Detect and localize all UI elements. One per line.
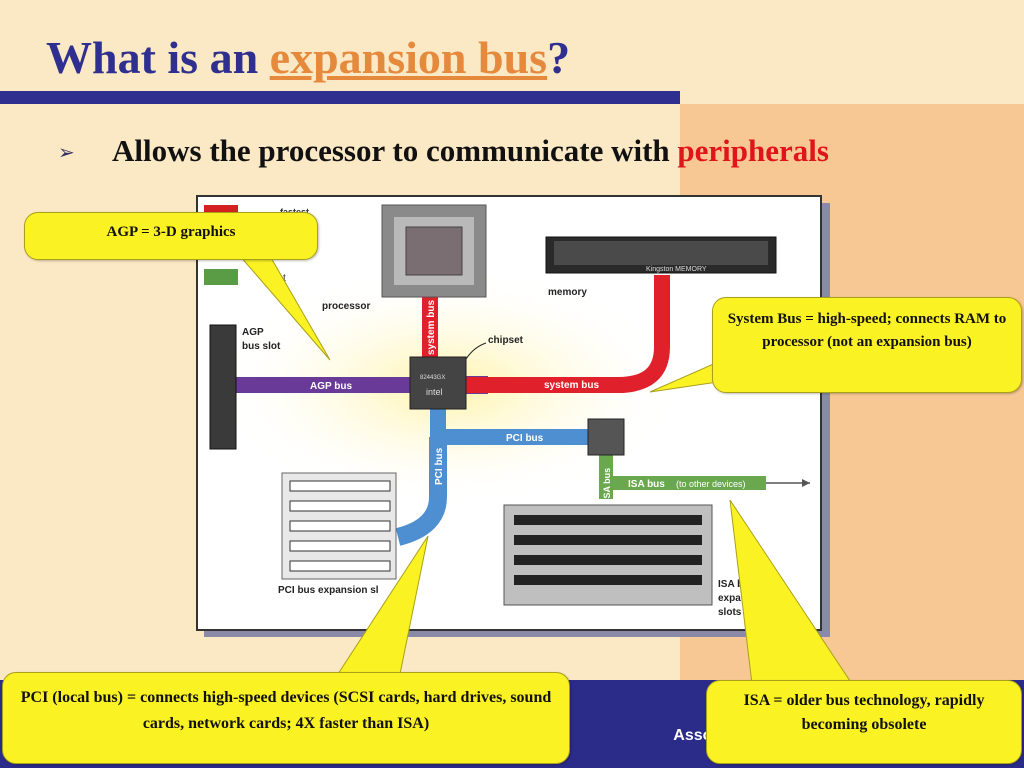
isa-callout: ISA = older bus technology, rapidly beco… (706, 680, 1022, 764)
chipset-pointer-line (465, 342, 487, 360)
agp-slot-label-1: AGP (242, 327, 264, 338)
arrowhead-bullet-icon: ➢ (58, 140, 75, 164)
isa-bus-destination-label: (to other devices) (676, 479, 746, 489)
title-rule (0, 91, 680, 104)
agp-slot (209, 324, 237, 450)
chipset-chip (409, 356, 467, 410)
pci-callout-pointer (337, 535, 429, 675)
isa-slots-label-2: expa (718, 593, 741, 604)
isa-bus-label: ISA bus (628, 479, 665, 490)
title-link-expansion-bus[interactable]: expansion bus (269, 32, 548, 83)
isa-slots-label-3: slots (718, 607, 742, 618)
system-bus-callout-pointer (649, 361, 719, 393)
isa-slot (514, 535, 702, 545)
pci-slot (289, 520, 391, 532)
pci-slots-component: PCI bus expansion sl (278, 472, 397, 596)
chipset-model-label: 82443GX (420, 375, 445, 381)
pci-slot (289, 540, 391, 552)
legend-swatch-slow (204, 269, 238, 285)
slide-title: What is an expansion bus? (46, 30, 570, 86)
isa-slot (514, 515, 702, 525)
memory-chips (554, 241, 768, 265)
bullet-accent-peripherals: peripherals (677, 133, 829, 168)
pci-callout: PCI (local bus) = connects high-speed de… (2, 672, 570, 764)
isa-bridge-chip (587, 418, 625, 456)
isa-bridge-chip-body (587, 418, 625, 456)
chipset-component: 82443GX intel chipset (409, 335, 524, 410)
pci-bus-label: PCI bus (506, 433, 544, 444)
agp-bus-bar (236, 377, 448, 393)
bus-diagram-svg: fastest slower st processor Kingston MEM… (204, 204, 810, 618)
isa-callout-pointer (729, 499, 853, 685)
chipset-label: chipset (488, 335, 524, 346)
processor-die (405, 226, 463, 276)
title-text-start: What is an (46, 32, 270, 83)
memory-label: memory (548, 287, 587, 298)
bullet-text-start: Allows the processor to communicate with (112, 133, 678, 168)
isa-slot (514, 555, 702, 565)
system-bus-callout: System Bus = high-speed; connects RAM to… (712, 297, 1022, 393)
isa-slots-label-1: ISA b (718, 579, 743, 590)
chipset-brand-label: intel (426, 387, 443, 397)
title-text-end: ? (547, 32, 571, 83)
isa-slots-component: ISA b expa slots (503, 504, 743, 618)
pci-bus-vertical-line (395, 437, 447, 546)
pci-slots-label: PCI bus expansion sl (278, 585, 379, 596)
pci-slot (289, 560, 391, 572)
bus-labels: AGP bus system bus system bus PCI bus PC… (310, 300, 746, 501)
system-bus-line (464, 275, 670, 393)
pci-slot (289, 500, 391, 512)
memory-component: Kingston MEMORY memory (545, 236, 777, 298)
agp-bus-label: AGP bus (310, 381, 352, 392)
system-bus-vertical-label: system bus (426, 300, 437, 355)
pci-slot (289, 480, 391, 492)
processor-label: processor (322, 301, 370, 312)
processor-component: processor (322, 204, 487, 312)
agp-slot-component: AGP bus slot (209, 324, 281, 450)
agp-callout-pointer (238, 255, 331, 361)
bus-diagram-figure: fastest slower st processor Kingston MEM… (196, 195, 822, 631)
isa-arrow-head-icon (802, 479, 810, 487)
bus-lines (236, 275, 810, 546)
agp-callout: AGP = 3-D graphics (24, 212, 318, 260)
pci-bus-vertical-label: PCI bus (434, 447, 445, 485)
isa-bus-vertical-label: ISA bus (602, 468, 612, 501)
system-bus-label: system bus (544, 380, 599, 391)
agp-slot-label-2: bus slot (242, 341, 281, 352)
memory-brand-label: Kingston MEMORY (646, 266, 707, 273)
isa-slot (514, 575, 702, 585)
bullet-text: Allows the processor to communicate with… (112, 133, 829, 169)
